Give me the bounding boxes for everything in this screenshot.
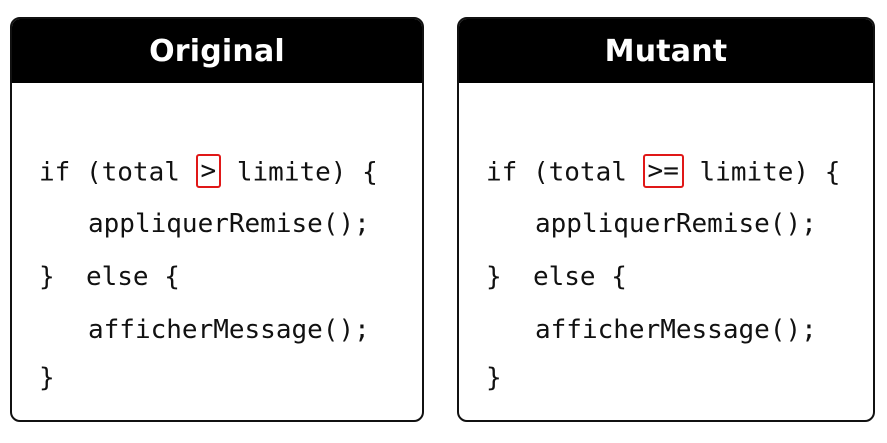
original-panel-title: Original — [12, 19, 422, 83]
original-code-block: if (total > limite) { appliquerRemise();… — [12, 83, 422, 420]
code-if-prefix: if (total — [486, 157, 643, 188]
code-line-message: afficherMessage(); — [535, 315, 817, 345]
mutant-operator-highlight: >= — [642, 154, 684, 188]
code-line-else: } else { — [39, 262, 180, 292]
code-line-close: } — [486, 363, 502, 393]
code-if-suffix: limite) { — [221, 157, 378, 188]
mutant-code-panel: Mutant if (total >= limite) { appliquerR… — [457, 17, 875, 422]
mutant-panel-title: Mutant — [459, 19, 873, 83]
code-line-apply: appliquerRemise(); — [535, 209, 817, 239]
code-if-suffix: limite) { — [683, 157, 841, 188]
code-if-prefix: if (total — [39, 157, 196, 188]
original-operator-highlight: > — [195, 154, 222, 188]
code-line-if: if (total > limite) { — [39, 154, 378, 190]
code-line-apply: appliquerRemise(); — [88, 209, 370, 239]
code-line-else: } else { — [486, 262, 627, 292]
code-line-message: afficherMessage(); — [88, 315, 370, 345]
code-line-close: } — [39, 363, 55, 393]
mutant-code-block: if (total >= limite) { appliquerRemise()… — [459, 83, 873, 420]
original-code-panel: Original if (total > limite) { appliquer… — [10, 17, 424, 422]
code-line-if: if (total >= limite) { — [486, 154, 841, 190]
